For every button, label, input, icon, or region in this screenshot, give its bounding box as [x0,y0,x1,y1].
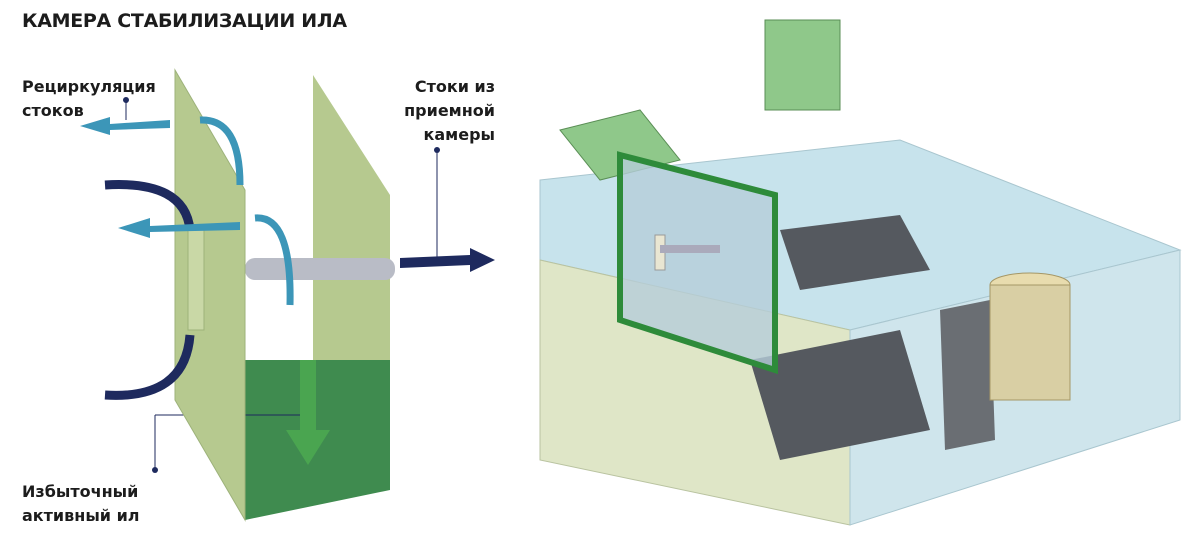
control-cabinet [764,19,841,111]
label-excess-sludge: Избыточный активный ил [22,480,140,528]
front-panel [174,68,246,522]
dark-pipe-top [104,180,195,231]
sludge-down-arrow [286,360,330,465]
recirculation-arrow-mid [118,218,240,238]
inflow-arrow [400,248,495,272]
outlet-box [187,229,205,331]
label-line: камеры [423,125,495,144]
dark-pipe-bottom [104,334,195,400]
recirc-curve-mid [254,214,294,306]
stabilization-chamber [80,68,495,522]
inflow-pipe [245,258,395,280]
label-line: стоков [22,101,84,120]
highlighted-chamber [617,151,778,375]
label-line: Стоки из [414,77,495,96]
label-line: Рециркуляция [22,77,156,96]
treatment-plant-3d [539,19,1182,526]
recirc-curve-top [199,116,244,186]
clarifier-body [989,284,1071,401]
label-recirculation: Рециркуляция стоков [22,75,156,123]
label-line: Избыточный [22,482,139,501]
media-block-3 [940,300,995,450]
leader-dot [123,97,129,103]
diagram-title: КАМЕРА СТАБИЛИЗАЦИИ ИЛА [22,10,347,32]
leader-dot [434,147,440,153]
chamber-pipe [660,245,720,253]
label-line: активный ил [22,506,140,525]
label-line: приемной [404,101,495,120]
media-block-2 [780,215,930,290]
label-inflow: Стоки из приемной камеры [400,75,495,147]
media-block [750,330,930,460]
recirculation-arrow-top [80,117,170,135]
